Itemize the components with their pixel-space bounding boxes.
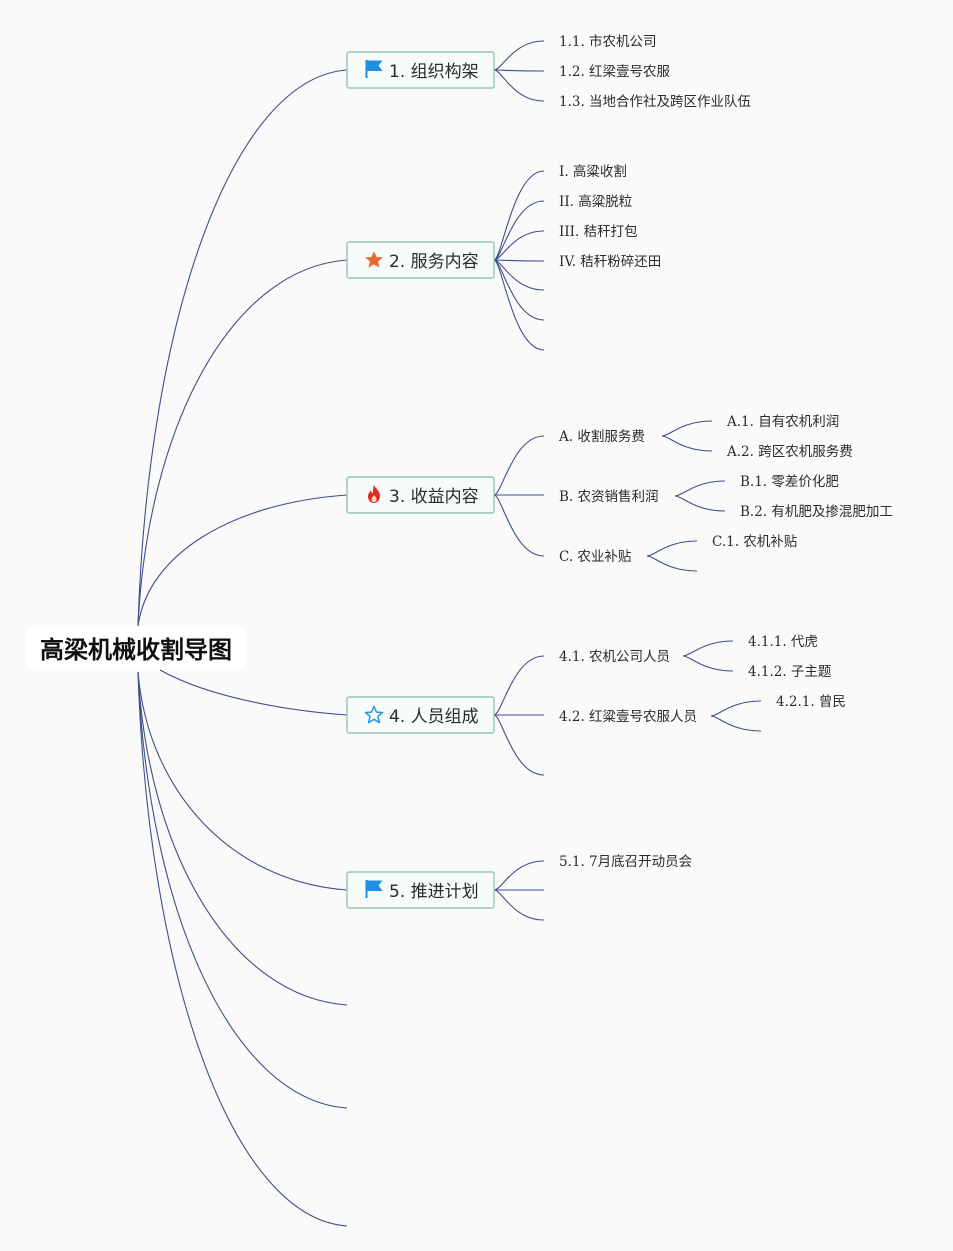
branch-label-1: 1. 组织构架: [389, 62, 479, 82]
connector-2-2: [493, 200, 545, 261]
subtopic-3-b-1[interactable]: B.1. 零差价化肥: [740, 474, 839, 490]
connector-5-3: [493, 889, 545, 921]
branch-label-3: 3. 收益内容: [389, 487, 479, 507]
main-connector-4: [159, 669, 348, 716]
branch-node-1[interactable]: 1. 组织构架: [346, 51, 495, 89]
subtopic-2-1[interactable]: I. 高粱收割: [559, 163, 627, 180]
subtopic-3-a[interactable]: A. 收割服务费: [558, 428, 645, 445]
branch-label-2: 2. 服务内容: [389, 252, 479, 272]
central-topic-box: [26, 627, 246, 669]
connector-4-2-1: [710, 700, 762, 717]
connector-2-1: [493, 170, 545, 261]
connector-3-c-1: [646, 540, 698, 557]
subtopics-branch-1: 1.1. 市农机公司 1.2. 红梁壹号农服 1.3. 当地合作社及跨区作业队伍: [559, 33, 751, 110]
connector-4-2-2: [710, 715, 762, 732]
central-topic[interactable]: 高梁机械收割导图: [26, 627, 246, 669]
subtopic-5-1[interactable]: 5.1. 7月底召开动员会: [559, 854, 692, 870]
subtopics-branch-3: A. 收割服务费 B. 农资销售利润 C. 农业补贴 A.1. 自有农机利润 A…: [558, 414, 893, 565]
branch-box-4: [346, 696, 495, 734]
subtopic-4-1-1[interactable]: 4.1.1. 代虎: [748, 634, 818, 650]
main-connector-1: [137, 69, 348, 626]
branch-label-5: 5. 推进计划: [389, 882, 479, 902]
subtopics-branch-4: 4.1. 农机公司人员 4.2. 红粱壹号农服人员 4.1.1. 代虎 4.1.…: [559, 634, 846, 725]
main-connector-8: [137, 671, 348, 1227]
main-connector-3: [137, 494, 348, 627]
connector-1-3: [493, 69, 545, 102]
connector-5-1: [493, 860, 545, 891]
connector-3-a-2: [661, 435, 713, 452]
main-connector-7: [137, 671, 348, 1109]
subtopics-branch-5: 5.1. 7月底召开动员会: [559, 854, 692, 870]
subtopic-2-2[interactable]: II. 高粱脱粒: [559, 193, 632, 210]
connector-4-1-1: [682, 640, 734, 657]
connector-3-1: [493, 435, 545, 496]
connector-2-7: [493, 259, 545, 351]
subtopic-4-2[interactable]: 4.2. 红粱壹号农服人员: [559, 709, 697, 725]
central-topic-title: 高梁机械收割导图: [40, 636, 232, 664]
subtopic-3-b[interactable]: B. 农资销售利润: [559, 489, 659, 505]
connector-3-c-2: [646, 555, 698, 572]
subtopic-2-3[interactable]: III. 秸秆打包: [559, 223, 638, 240]
connector-4-3: [493, 714, 545, 776]
branch-node-3[interactable]: 3. 收益内容: [346, 476, 495, 514]
main-connector-6: [137, 671, 348, 1006]
branch-label-4: 4. 人员组成: [389, 707, 479, 727]
connector-3-b-1: [674, 480, 726, 497]
branch-node-5[interactable]: 5. 推进计划: [346, 871, 495, 909]
connector-4-1: [493, 655, 545, 716]
branch-node-4[interactable]: 4. 人员组成: [346, 696, 495, 734]
connector-3-3: [493, 494, 545, 557]
connector-1-2: [493, 69, 545, 72]
branch-node-2[interactable]: 2. 服务内容: [346, 241, 495, 279]
main-connector-2: [137, 259, 348, 626]
connector-1-1: [493, 40, 545, 71]
main-connector-5: [137, 671, 348, 891]
subtopic-3-c-1[interactable]: C.1. 农机补贴: [712, 534, 797, 550]
subtopic-3-a-1[interactable]: A.1. 自有农机利润: [726, 414, 839, 430]
branch-box-3: [346, 476, 495, 514]
branch-box-1: [346, 51, 495, 89]
connector-2-6: [493, 259, 545, 321]
connector-2-4: [493, 259, 545, 262]
subtopic-1-1[interactable]: 1.1. 市农机公司: [559, 33, 657, 50]
subtopic-3-a-2[interactable]: A.2. 跨区农机服务费: [726, 444, 853, 460]
subtopic-1-3[interactable]: 1.3. 当地合作社及跨区作业队伍: [559, 94, 751, 110]
subtopic-4-2-1[interactable]: 4.2.1. 曾民: [776, 694, 846, 710]
connector-3-b-2: [674, 495, 726, 512]
connector-2-3: [493, 230, 545, 261]
subtopics-branch-2: I. 高粱收割 II. 高粱脱粒 III. 秸秆打包 IV. 秸秆粉碎还田: [559, 163, 661, 270]
connector-lines: [137, 40, 762, 1227]
subtopic-3-b-2[interactable]: B.2. 有机肥及掺混肥加工: [740, 504, 893, 520]
subtopic-1-2[interactable]: 1.2. 红梁壹号农服: [559, 64, 671, 80]
connector-4-1-2: [682, 655, 734, 672]
subtopic-4-1-2[interactable]: 4.1.2. 子主题: [748, 664, 831, 680]
subtopic-3-c[interactable]: C. 农业补贴: [559, 549, 631, 565]
connector-3-a-1: [661, 420, 713, 437]
branch-box-2: [346, 241, 495, 279]
branch-box-5: [346, 871, 495, 909]
subtopic-4-1[interactable]: 4.1. 农机公司人员: [559, 649, 670, 665]
subtopic-2-4[interactable]: IV. 秸秆粉碎还田: [559, 254, 661, 270]
